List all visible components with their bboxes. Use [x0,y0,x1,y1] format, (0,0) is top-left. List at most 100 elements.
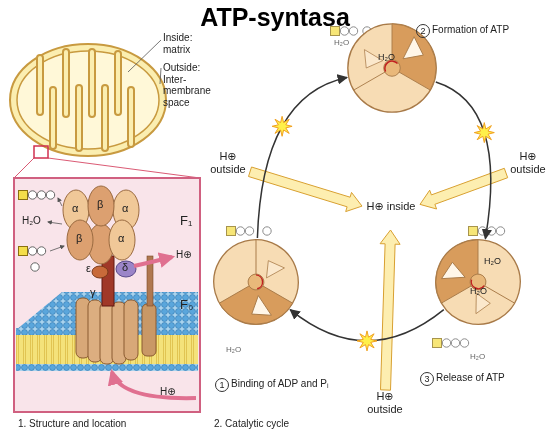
proton-label: H⊕ outside [206,150,250,175]
mitochondrion [64,52,68,114]
f1-head [67,220,93,260]
enzyme-state: 2Formation of ATPH₂O [346,22,438,114]
subunit-label: α [72,202,78,215]
cycle-arrow [436,82,491,239]
cycle-nucleotide [433,339,469,348]
molecule-label: H₂O [470,286,487,296]
step-number: 2 [416,24,430,38]
proton-label: H⊕ outside [360,390,410,415]
subunit-label: β [97,198,103,211]
mitochondrion [17,51,159,149]
enzyme-shape [245,271,267,293]
proton-arrow [134,257,172,266]
mitochondrion [75,88,83,148]
enzyme-shape [348,24,436,112]
mitochondrion [160,68,161,84]
energy-burst [357,331,377,351]
zoom-marker [48,158,200,178]
proton-side: H⊕ inside [362,200,420,230]
proton-flow-arrow [420,168,508,209]
enzyme-shape [384,60,401,77]
step-caption: Release of ATP [436,372,505,384]
enzyme-state: 1Binding of ADP and Pᵢ [212,238,300,326]
enzyme-shape [403,37,423,59]
structure-panel [14,178,200,412]
step-number: 1 [215,378,229,392]
ion-label: H⊕ [160,386,176,398]
enzyme-state: 3Release of ATPH₂OH₂O [434,238,522,326]
mitochondrion [36,58,44,112]
proton-arrow [112,372,196,398]
step-caption: Binding of ADP and Pᵢ [231,378,329,390]
mitochondrion [129,90,133,144]
enzyme-shape [420,224,535,339]
energy-burst [272,116,292,136]
enzyme-shape [260,259,284,283]
mitochondrion [103,88,107,148]
nucleotide-icon [48,222,62,224]
mitochondrion [38,58,42,112]
nucleotide-icon [50,246,64,251]
molecule-label: H₂O [484,256,501,266]
region-label: Outside: Inter-membrane space [163,62,215,108]
mitochondrion [128,40,161,72]
proton-label: H⊕ inside [362,200,420,213]
nucleotide-icon [58,198,62,206]
mitochondrion [49,90,57,146]
nucleotide-icon [31,263,39,271]
cycle-nucleotide [227,227,254,236]
enzyme-shape [198,224,313,339]
cycle-arrow [257,77,347,238]
part-label: F₁ [180,214,192,229]
zoom-marker [14,146,200,178]
membrane [16,364,198,371]
mitochondrion [127,90,135,144]
f0-ring [142,304,156,356]
part-label: F₀ [180,298,193,313]
mitochondrion [116,54,120,112]
enzyme-shape [212,238,300,326]
subunit-label: γ [90,286,96,299]
mitochondrion [10,44,166,156]
cycle-nucleotide [263,227,271,235]
subunit-label: β [76,232,82,245]
molecule-label: H₂O [378,52,395,62]
mitochondrion [62,52,70,114]
mitochondrion [90,52,94,114]
stalk [92,266,108,278]
mitochondrion [51,90,55,146]
energy-burst [474,123,494,143]
structure-panel [14,178,200,412]
f1-head [63,186,139,264]
step-caption: Formation of ATP [432,24,509,36]
enzyme-shape [420,224,535,339]
nucleotide-icon [19,247,46,256]
zoom-marker [34,146,48,158]
subunit-label: δ [122,261,128,274]
proton-arrow [112,257,196,398]
proton-side: H⊕ outside [506,150,550,180]
subunit-label: α [118,232,124,245]
region-label: Inside: matrix [163,32,203,55]
enzyme-shape [348,24,436,112]
f1-head [88,186,114,226]
stalk [116,261,136,277]
proton-side: H⊕ outside [206,150,250,180]
panel-caption: 2. Catalytic cycle [214,418,289,430]
subunit-label: ε [86,262,91,275]
mitochondrion [10,40,166,156]
mitochondrion [101,88,109,148]
enzyme-shape [437,260,465,287]
enzyme-shape [217,271,293,339]
mitochondrion [88,52,96,114]
enzyme-shape [198,224,313,339]
step-number: 3 [420,372,434,386]
nucleotide-icon [19,191,55,200]
proton-side: H⊕ outside [360,390,410,420]
ion-label: H⊕ [176,249,192,261]
molecule-label: H₂O [226,345,241,354]
molecule-label: H₂O [334,38,349,47]
